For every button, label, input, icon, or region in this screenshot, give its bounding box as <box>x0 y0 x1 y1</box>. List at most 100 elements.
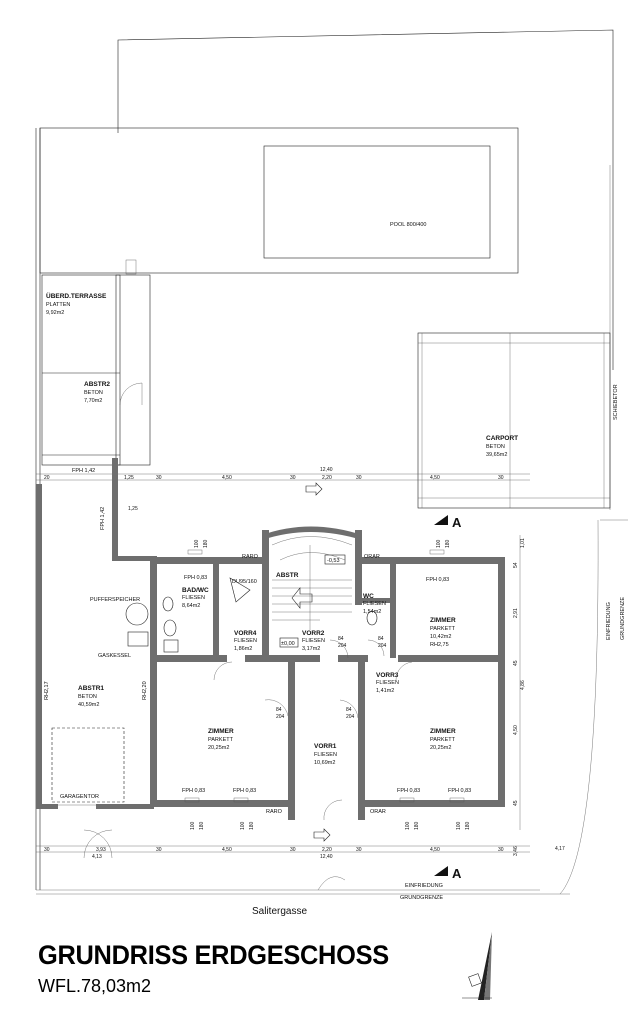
svg-text:VORR1: VORR1 <box>314 743 337 750</box>
section-arrow-bottom <box>434 866 448 876</box>
svg-text:8,64m2: 8,64m2 <box>182 603 200 609</box>
abstr2-name: ABSTR2 <box>84 381 110 388</box>
svg-text:39,65m2: 39,65m2 <box>486 452 507 458</box>
svg-text:GRUNDGRENZE: GRUNDGRENZE <box>620 597 626 640</box>
svg-text:RH2,17: RH2,17 <box>44 681 50 700</box>
svg-text:20,25m2: 20,25m2 <box>430 745 451 751</box>
terrace-block: ÜBERD.TERRASSE PLATTEN 9,92m2 ABSTR2 BET… <box>41 259 151 474</box>
svg-text:FPH 0,83: FPH 0,83 <box>426 577 449 583</box>
svg-text:FLIESEN: FLIESEN <box>234 638 257 644</box>
svg-text:20,25m2: 20,25m2 <box>208 745 229 751</box>
pool-deck: POOL 800/400 <box>39 127 519 274</box>
svg-text:PUFFERSPEICHER: PUFFERSPEICHER <box>90 597 140 603</box>
svg-text:FLIESEN: FLIESEN <box>363 601 386 607</box>
svg-text:84: 84 <box>338 636 344 642</box>
svg-text:204: 204 <box>346 714 355 720</box>
svg-text:A: A <box>452 515 462 530</box>
svg-text:FPH 1,42: FPH 1,42 <box>100 507 106 530</box>
pool <box>263 145 491 259</box>
svg-text:30: 30 <box>498 847 504 853</box>
svg-text:45: 45 <box>513 660 519 666</box>
staircase <box>271 536 353 630</box>
svg-text:180: 180 <box>445 539 451 548</box>
svg-text:PARKETT: PARKETT <box>430 737 456 743</box>
svg-text:1,25: 1,25 <box>128 506 138 512</box>
carport-name: CARPORT <box>486 435 518 442</box>
svg-text:2,91: 2,91 <box>513 608 519 618</box>
svg-text:30: 30 <box>156 475 162 481</box>
svg-text:VORR3: VORR3 <box>376 672 399 679</box>
svg-text:30: 30 <box>44 847 50 853</box>
sanitary-fixtures <box>162 577 378 653</box>
svg-text:FLIESEN: FLIESEN <box>302 638 325 644</box>
svg-text:BETON: BETON <box>84 390 103 396</box>
svg-text:84: 84 <box>276 707 282 713</box>
svg-text:FPH 0,83: FPH 0,83 <box>184 575 207 581</box>
abstr1-name: ABSTR1 <box>78 685 104 692</box>
top-dimension: 12,40 20 1,25 30 4,50 30 2,20 30 4,50 30 <box>36 467 530 481</box>
svg-text:PARKETT: PARKETT <box>208 737 234 743</box>
svg-text:GRUNDGRENZE: GRUNDGRENZE <box>400 895 443 901</box>
svg-text:RARO: RARO <box>242 554 259 560</box>
svg-text:180: 180 <box>414 821 420 830</box>
street-name: Salitergasse <box>252 906 307 917</box>
svg-text:SCHIEBETOR: SCHIEBETOR <box>613 384 619 420</box>
svg-text:±0,00: ±0,00 <box>281 641 295 647</box>
svg-text:180: 180 <box>203 539 209 548</box>
section-markers: A A <box>434 515 462 881</box>
svg-text:4,86: 4,86 <box>520 680 526 690</box>
svg-text:54: 54 <box>513 562 519 568</box>
svg-text:FPH 0,83: FPH 0,83 <box>233 788 256 794</box>
svg-text:4,17: 4,17 <box>555 846 565 852</box>
fph-terrace: FPH 1,42 <box>72 468 95 474</box>
svg-text:100: 100 <box>190 821 196 830</box>
svg-text:FLIESEN: FLIESEN <box>376 680 399 686</box>
house-walls <box>150 526 505 820</box>
svg-text:3,46: 3,46 <box>513 846 519 856</box>
svg-text:180: 180 <box>249 821 255 830</box>
svg-text:ZIMMER: ZIMMER <box>430 728 456 735</box>
svg-text:30: 30 <box>156 847 162 853</box>
svg-text:204: 204 <box>276 714 285 720</box>
svg-text:180: 180 <box>199 821 205 830</box>
entrance-arrows <box>305 482 331 842</box>
svg-text:40,59m2: 40,59m2 <box>78 702 99 708</box>
svg-text:-0,53: -0,53 <box>327 558 340 564</box>
svg-text:A: A <box>452 866 462 881</box>
svg-text:180: 180 <box>465 821 471 830</box>
svg-text:ORAR: ORAR <box>364 554 380 560</box>
terrace-name: ÜBERD.TERRASSE <box>46 291 107 300</box>
svg-text:1,54m2: 1,54m2 <box>363 609 381 615</box>
svg-text:100: 100 <box>405 821 411 830</box>
svg-text:EINFRIEDUNG: EINFRIEDUNG <box>606 602 612 640</box>
svg-text:84: 84 <box>378 636 384 642</box>
svg-text:WC: WC <box>363 593 374 600</box>
svg-text:RH2,20: RH2,20 <box>142 681 148 700</box>
page-title: GRUNDRISS ERDGESCHOSS <box>38 940 389 970</box>
svg-text:100: 100 <box>436 539 442 548</box>
svg-text:30: 30 <box>356 475 362 481</box>
svg-text:1,25: 1,25 <box>124 475 134 481</box>
svg-text:VORR4: VORR4 <box>234 630 257 637</box>
svg-text:1,86m2: 1,86m2 <box>234 646 252 652</box>
living-area: WFL.78,03m2 <box>38 976 152 996</box>
carport: CARPORT BETON 39,65m2 SCHIEBETOR <box>417 332 619 509</box>
svg-text:PLATTEN: PLATTEN <box>46 302 70 308</box>
svg-text:84: 84 <box>346 707 352 713</box>
svg-text:FLIESEN: FLIESEN <box>182 595 205 601</box>
svg-text:30: 30 <box>356 847 362 853</box>
svg-text:9,92m2: 9,92m2 <box>46 310 64 316</box>
svg-text:RARO: RARO <box>266 809 283 815</box>
svg-text:4,50: 4,50 <box>222 475 232 481</box>
svg-text:204: 204 <box>378 643 387 649</box>
svg-text:20: 20 <box>44 475 50 481</box>
svg-text:VORR2: VORR2 <box>302 630 325 637</box>
svg-text:3,17m2: 3,17m2 <box>302 646 320 652</box>
section-arrow-top <box>434 515 448 525</box>
svg-text:BAD/WC: BAD/WC <box>182 587 209 594</box>
svg-text:1,41m2: 1,41m2 <box>376 688 394 694</box>
svg-text:30: 30 <box>290 475 296 481</box>
svg-text:4,50: 4,50 <box>430 475 440 481</box>
svg-text:100: 100 <box>194 539 200 548</box>
svg-text:100: 100 <box>240 821 246 830</box>
